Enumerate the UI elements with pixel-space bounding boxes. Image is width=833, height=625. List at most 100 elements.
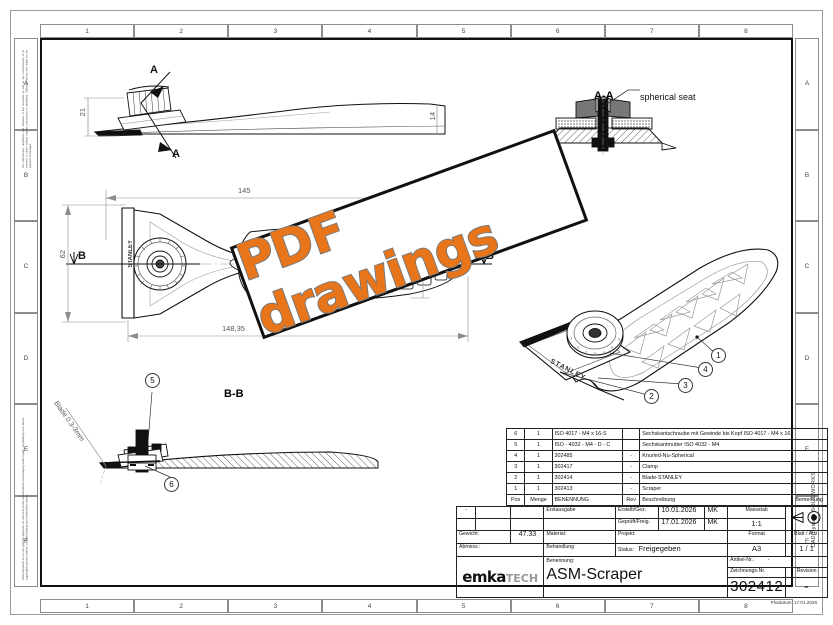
bom-cell-pos: 6: [505, 428, 526, 440]
tb-format-label: Format: [727, 530, 787, 544]
bom-cell-menge: 1: [524, 472, 553, 484]
bom-cell-pos: 2: [505, 472, 526, 484]
bom-cell-pos: 4: [505, 450, 526, 462]
bom-cell-bemerkung: [792, 439, 828, 451]
logo-secondary: TECH: [505, 572, 539, 585]
note-spherical-seat: spherical seat: [640, 92, 696, 102]
bom-header-5: Bemerkung: [792, 494, 828, 506]
tb-name-label: Benennung:: [546, 558, 575, 564]
bom-header-3: Rev: [621, 494, 641, 506]
tb-created-label: Erstellt/Gez.: [614, 506, 660, 519]
tb-revision-label: Revision: [785, 567, 828, 578]
dimension-height-21: 21: [78, 108, 87, 117]
bom-header-0: Pos: [505, 494, 526, 506]
tb-project-label: Projekt:: [614, 530, 729, 544]
bom-cell-rev: -: [621, 472, 641, 484]
zone-right-D: D: [795, 312, 819, 404]
section-label-b-left: B: [78, 250, 86, 262]
tb-checked-label: Geprüft/Freig.: [614, 518, 660, 531]
bom-cell-menge: 1: [524, 450, 553, 462]
bom-cell-pos: 1: [505, 483, 526, 495]
tb-sheet-value: 1 / 1: [785, 543, 828, 557]
bom-cell-beschreibung: Clamp: [639, 461, 794, 473]
bom-cell-menge: 1: [524, 461, 553, 473]
tb-status: Status: Freigegeben: [614, 543, 729, 557]
dimension-length-145: 145: [238, 186, 251, 195]
zone-left-E: E: [14, 404, 38, 496]
company-logo: emkaTECH: [455, 556, 545, 598]
zone-right-C: C: [795, 221, 819, 313]
bom-header-4: Beschreibung: [639, 494, 794, 506]
tb-article-label: Artikel-Nr.:: [730, 557, 755, 564]
tb-treatment-label: Behandlung: [543, 543, 616, 557]
zone-bottom-7: 7: [604, 599, 699, 613]
tb-revision-value: -: [785, 577, 828, 598]
bom-cell-pos: 3: [505, 461, 526, 473]
bom-cell-rev: -: [621, 450, 641, 462]
sheet-outer-border: [10, 10, 823, 615]
tb-name-cell: Benennung: ASM-Scraper: [543, 556, 729, 598]
tb-drawing-label: Zeichnungs-Nr.: [727, 567, 787, 578]
bom-cell-beschreibung: Scraper: [639, 483, 794, 495]
bom-cell-benennung: 302417: [551, 461, 624, 473]
zone-left-D: D: [14, 312, 38, 404]
title-block: - Erstausgabe Erstellt/Gez. 10.01.2026 M…: [455, 506, 828, 598]
tb-created-by: MK: [704, 506, 729, 519]
bom-cell-benennung: 302485: [551, 450, 624, 462]
tb-rev-note: Erstausgabe: [543, 506, 616, 519]
tb-rev-marker: -: [455, 506, 477, 519]
zone-top-6: 6: [510, 24, 605, 38]
zone-right-B: B: [795, 129, 819, 221]
bom-cell-beschreibung: Sechskantschraube mit Gewinde bis Kopf I…: [639, 428, 794, 440]
bom-cell-benennung: ISO - 4032 - M4 - D - C: [551, 439, 624, 451]
bom-cell-benennung: 302413: [551, 483, 624, 495]
bom-cell-rev: -: [621, 483, 641, 495]
section-bb-geometry: [65, 391, 379, 485]
zone-bottom-1: 1: [40, 599, 135, 613]
tb-checked-by: MK: [704, 518, 729, 531]
balloon-4: 4: [698, 362, 713, 377]
section-label-aa: A-A: [594, 90, 614, 102]
bom-cell-rev: [621, 428, 641, 440]
tb-status-label: Status:: [617, 547, 635, 553]
tb-status-value: Freigegeben: [638, 544, 681, 554]
bom-cell-rev: -: [621, 461, 641, 473]
bom-cell-bemerkung: [792, 428, 828, 440]
zone-top-5: 5: [416, 24, 511, 38]
zone-left-B: B: [14, 129, 38, 221]
zone-left-F: F: [14, 495, 38, 587]
zone-top-7: 7: [604, 24, 699, 38]
zone-right-A: A: [795, 38, 819, 130]
bom-cell-bemerkung: [792, 461, 828, 473]
bom-cell-bemerkung: [792, 472, 828, 484]
zone-bottom-3: 3: [228, 599, 323, 613]
zone-top-4: 4: [322, 24, 417, 38]
projection-symbol: [785, 506, 828, 531]
dimension-overall-148: 148,35: [222, 324, 245, 333]
tb-dims-label: Abmess.:: [455, 543, 545, 557]
bom-cell-beschreibung: Sechskantmutter ISO 4032 - M4: [639, 439, 794, 451]
section-label-a-top: A: [150, 64, 158, 76]
sheet-inner-border: [40, 38, 793, 587]
bom-cell-bemerkung: [792, 483, 828, 495]
bom-header-1: Menge: [524, 494, 553, 506]
bom-cell-menge: 1: [524, 428, 553, 440]
bom-cell-beschreibung: Blade-STANLEY: [639, 472, 794, 484]
tb-name-value: ASM-Scraper: [546, 566, 643, 583]
zone-bottom-5: 5: [416, 599, 511, 613]
plot-date-label: Plotdatum: 17.01.2026: [770, 600, 817, 605]
bom-cell-pos: 5: [505, 439, 526, 451]
tb-article-value: -: [767, 557, 770, 564]
zone-left-C: C: [14, 221, 38, 313]
tb-format-value: A3: [727, 543, 787, 557]
tb-created-date: 10.01.2026: [658, 506, 706, 519]
balloon-3: 3: [678, 378, 693, 393]
